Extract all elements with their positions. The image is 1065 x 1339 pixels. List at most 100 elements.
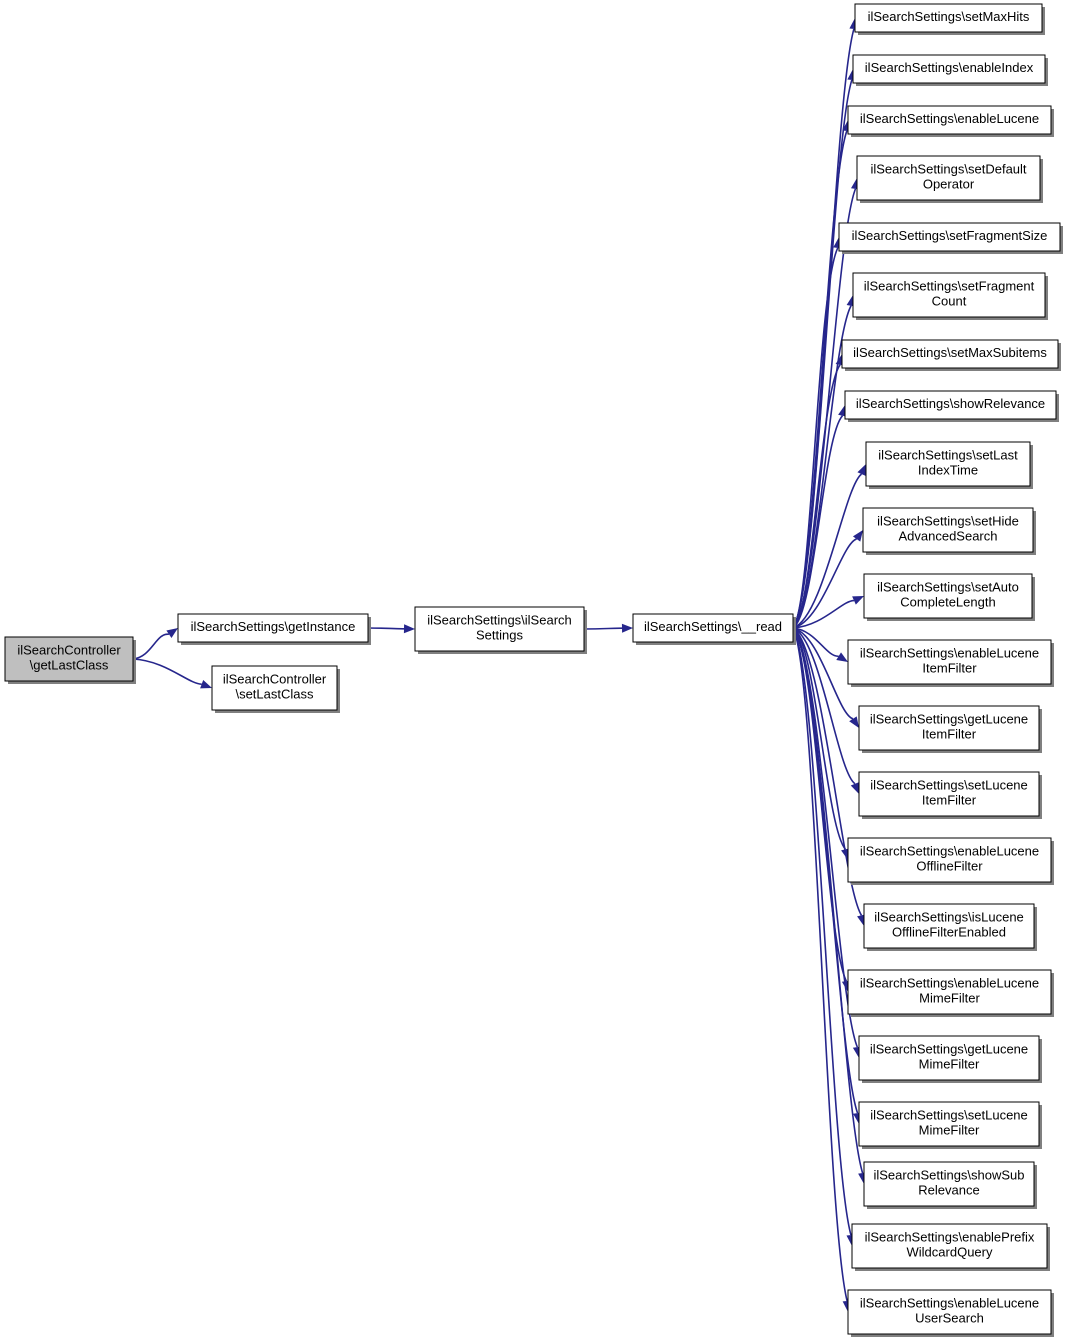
node-box[interactable] [841,339,1059,369]
node-box[interactable] [862,507,1034,553]
node-box[interactable] [852,272,1046,318]
node-label: ilSearchSettings\enableIndex [865,60,1034,75]
call-edge [792,627,860,794]
node-box[interactable] [858,1035,1040,1081]
node-box[interactable] [858,705,1040,751]
graph-node[interactable]: ilSearchController\getLastClassilSearchC… [4,636,136,684]
graph-node[interactable]: ilSearchSettings\showRelevanceilSearchSe… [844,390,1059,422]
call-edge [132,658,212,689]
graph-node[interactable]: ilSearchSettings\enableLuceneilSearchSet… [847,105,1054,137]
node-box[interactable] [838,222,1061,252]
node-box[interactable] [858,1101,1040,1147]
node-box[interactable] [851,1223,1048,1269]
node-label: ilSearchSettings\getInstance [191,619,356,634]
graph-node[interactable]: ilSearchSettings\__readilSearchSettings\… [632,613,796,645]
call-edge [792,627,856,1246]
call-edge [792,627,859,728]
node-label: ilSearchSettings\enableLucene [860,111,1039,126]
edges-layer [132,18,868,1312]
graph-node[interactable]: ilSearchSettings\setMaxHitsilSearchSetti… [854,3,1045,35]
call-edge [132,628,178,660]
edge-arrowhead [836,652,848,662]
node-label: ilSearchSettings\setMaxSubitems [853,345,1047,360]
node-box[interactable] [863,903,1035,949]
node-label: ilSearchSettings\__read [644,619,782,634]
node-box[interactable] [632,613,794,643]
edge-arrowhead [857,464,866,476]
node-box[interactable] [863,573,1033,619]
node-box[interactable] [858,771,1040,817]
call-edge [792,120,852,629]
node-label: ilSearchSettings\setFragmentSize [852,228,1048,243]
edge-arrowhead [852,530,863,542]
node-box[interactable] [847,105,1052,135]
call-edge [367,624,415,634]
node-box[interactable] [847,639,1052,685]
node-box[interactable] [177,613,369,643]
node-label: ilSearchController\setLastClass [223,672,327,702]
node-box[interactable] [844,390,1057,420]
node-box[interactable] [863,1161,1035,1207]
graph-node[interactable]: ilSearchSettings\setFragmentSizeilSearch… [838,222,1063,254]
node-box[interactable] [414,606,585,652]
call-edge [792,464,866,629]
node-box[interactable] [847,837,1052,883]
edge-arrowhead [850,782,860,794]
graph-node[interactable]: ilSearchSettings\enableIndexilSearchSett… [852,54,1048,86]
call-edge [792,596,864,629]
node-label: ilSearchController\getLastClass [17,643,121,673]
node-box[interactable] [847,969,1052,1015]
node-box[interactable] [211,665,338,711]
nodes-layer: ilSearchController\getLastClass ilSearchC… [4,3,1063,1337]
node-box[interactable] [852,54,1046,84]
edge-arrowhead [852,596,864,605]
graph-node[interactable]: ilSearchSettings\setMaxSubitemsilSearchS… [841,339,1061,371]
call-edge [792,627,848,662]
graph-node[interactable]: ilSearchController\setLastClassilSearchC… [211,665,340,713]
edge-arrowhead [849,716,859,728]
node-box[interactable] [856,155,1041,201]
node-box-highlighted[interactable] [4,636,134,682]
node-box[interactable] [847,1289,1052,1335]
node-box[interactable] [865,441,1031,487]
edge-arrowhead [200,679,212,689]
edge-arrowhead [403,624,415,634]
edge-arrowhead [621,623,633,633]
node-label: ilSearchSettings\setMaxHits [868,9,1030,24]
graph-node[interactable]: ilSearchSettings\getInstanceilSearchSett… [177,613,371,645]
node-box[interactable] [854,3,1043,33]
